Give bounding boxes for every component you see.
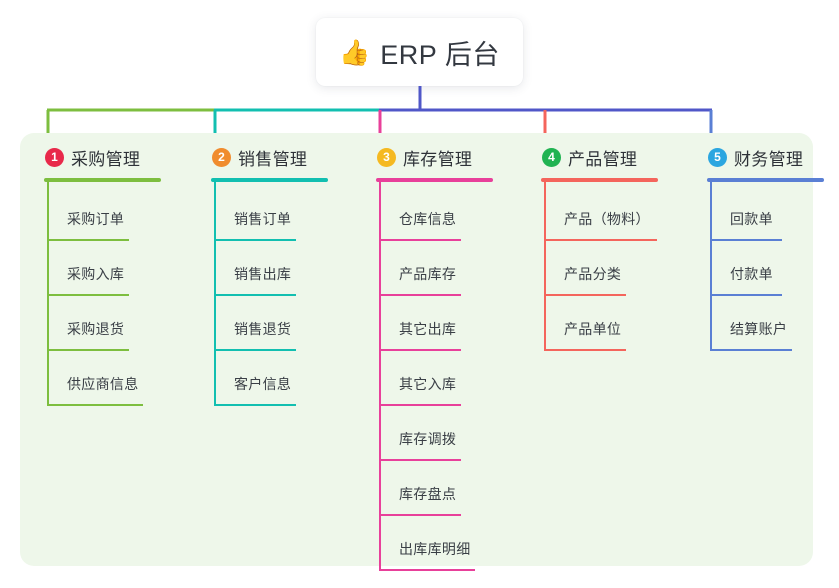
branch-item-label: 其它出库 <box>399 321 457 337</box>
branch-item-rule <box>379 404 461 406</box>
root-node[interactable]: 👍 ERP 后台 <box>316 18 523 86</box>
branch-item[interactable]: 产品（物料） <box>544 195 661 241</box>
branch-item[interactable]: 客户信息 <box>214 360 300 406</box>
branch-item-label: 客户信息 <box>234 376 292 392</box>
branch-item-rule <box>379 569 475 571</box>
branch-column-1: 1 采购管理采购订单采购入库采购退货供应商信息 <box>30 143 161 406</box>
branch-item[interactable]: 回款单 <box>710 195 786 241</box>
branch-title-5: 财务管理 <box>734 149 804 169</box>
branch-item[interactable]: 采购退货 <box>47 305 133 351</box>
branch-item-rule <box>214 404 296 406</box>
branch-column-3: 3 库存管理仓库信息产品库存其它出库其它入库库存调拨库存盘点出库库明细 <box>362 143 493 571</box>
branch-item[interactable]: 仓库信息 <box>379 195 465 241</box>
branch-header-1[interactable]: 1 采购管理 <box>30 143 140 171</box>
branch-header-3[interactable]: 3 库存管理 <box>362 143 472 171</box>
branch-item[interactable]: 销售退货 <box>214 305 300 351</box>
branch-item-rule <box>214 294 296 296</box>
branch-item-label: 回款单 <box>730 211 773 227</box>
branch-spine-5 <box>710 182 712 351</box>
branch-spine-3 <box>379 182 381 571</box>
branch-item[interactable]: 付款单 <box>710 250 786 296</box>
branch-item[interactable]: 产品库存 <box>379 250 465 296</box>
branch-badge-1: 1 <box>45 147 64 167</box>
branch-item-label: 仓库信息 <box>399 211 457 227</box>
root-node-title: ERP 后台 <box>380 39 500 70</box>
branch-header-2[interactable]: 2 销售管理 <box>197 143 307 171</box>
branch-item[interactable]: 供应商信息 <box>47 360 147 406</box>
branch-item-rule <box>47 404 143 406</box>
branch-item-label: 销售订单 <box>234 211 292 227</box>
branch-column-2: 2 销售管理销售订单销售出库销售退货客户信息 <box>197 143 328 406</box>
branch-item-label: 供应商信息 <box>67 376 139 392</box>
branch-item-label: 库存盘点 <box>399 486 457 502</box>
branch-item-label: 产品（物料） <box>564 211 650 227</box>
branch-item-rule <box>710 239 782 241</box>
branch-item-rule <box>47 349 129 351</box>
branch-item-rule <box>379 294 461 296</box>
branch-item-label: 产品库存 <box>399 266 457 282</box>
branch-item[interactable]: 采购订单 <box>47 195 133 241</box>
branch-header-rule-4 <box>541 178 658 182</box>
branch-item[interactable]: 结算账户 <box>710 305 796 351</box>
branch-item-label: 产品单位 <box>564 321 622 337</box>
branch-item[interactable]: 其它出库 <box>379 305 465 351</box>
branch-item-label: 付款单 <box>730 266 773 282</box>
branch-header-rule-5 <box>707 178 824 182</box>
branch-item-rule <box>47 294 129 296</box>
branch-item-rule <box>379 349 461 351</box>
branch-item-label: 库存调拨 <box>399 431 457 447</box>
branch-item[interactable]: 出库库明细 <box>379 525 479 571</box>
branch-badge-5: 5 <box>708 147 727 167</box>
thumbs-up-icon: 👍 <box>339 38 371 67</box>
branch-item-rule <box>214 349 296 351</box>
branch-title-1: 采购管理 <box>71 149 141 169</box>
branch-item-rule <box>47 239 129 241</box>
branch-item[interactable]: 产品分类 <box>544 250 630 296</box>
branch-item-rule <box>710 294 782 296</box>
branch-badge-4: 4 <box>542 147 561 167</box>
branch-item-rule <box>544 294 626 296</box>
branch-item[interactable]: 采购入库 <box>47 250 133 296</box>
branch-item-label: 采购入库 <box>67 266 125 282</box>
branch-header-4[interactable]: 4 产品管理 <box>527 143 637 171</box>
branch-item-label: 产品分类 <box>564 266 622 282</box>
branch-item-label: 其它入库 <box>399 376 457 392</box>
branch-item-rule <box>379 459 461 461</box>
branch-item[interactable]: 销售出库 <box>214 250 300 296</box>
branch-item[interactable]: 库存调拨 <box>379 415 465 461</box>
branch-column-4: 4 产品管理产品（物料） 产品分类产品单位 <box>527 143 658 351</box>
branch-title-4: 产品管理 <box>568 149 638 169</box>
branch-item-label: 采购订单 <box>67 211 125 227</box>
branch-item-rule <box>544 239 657 241</box>
branch-item-rule <box>379 514 461 516</box>
branch-item-rule <box>710 349 792 351</box>
branch-header-rule-1 <box>44 178 161 182</box>
branch-item-label: 采购退货 <box>67 321 125 337</box>
branch-item-label: 销售退货 <box>234 321 292 337</box>
branch-item-rule <box>214 239 296 241</box>
branch-title-3: 库存管理 <box>403 149 473 169</box>
branch-item-label: 出库库明细 <box>399 541 471 557</box>
branch-item-label: 结算账户 <box>730 321 788 337</box>
branch-badge-2: 2 <box>212 147 231 167</box>
branch-header-rule-2 <box>211 178 328 182</box>
branch-item[interactable]: 产品单位 <box>544 305 630 351</box>
branch-header-rule-3 <box>376 178 493 182</box>
branch-item-label: 销售出库 <box>234 266 292 282</box>
branch-badge-3: 3 <box>377 147 396 167</box>
branch-item-rule <box>544 349 626 351</box>
branch-spine-4 <box>544 182 546 351</box>
branch-item[interactable]: 库存盘点 <box>379 470 465 516</box>
branch-title-2: 销售管理 <box>238 149 308 169</box>
branch-item[interactable]: 销售订单 <box>214 195 300 241</box>
branch-column-5: 5 财务管理回款单付款单结算账户 <box>693 143 824 351</box>
branch-item-rule <box>379 239 461 241</box>
branch-item[interactable]: 其它入库 <box>379 360 465 406</box>
branch-header-5[interactable]: 5 财务管理 <box>693 143 803 171</box>
